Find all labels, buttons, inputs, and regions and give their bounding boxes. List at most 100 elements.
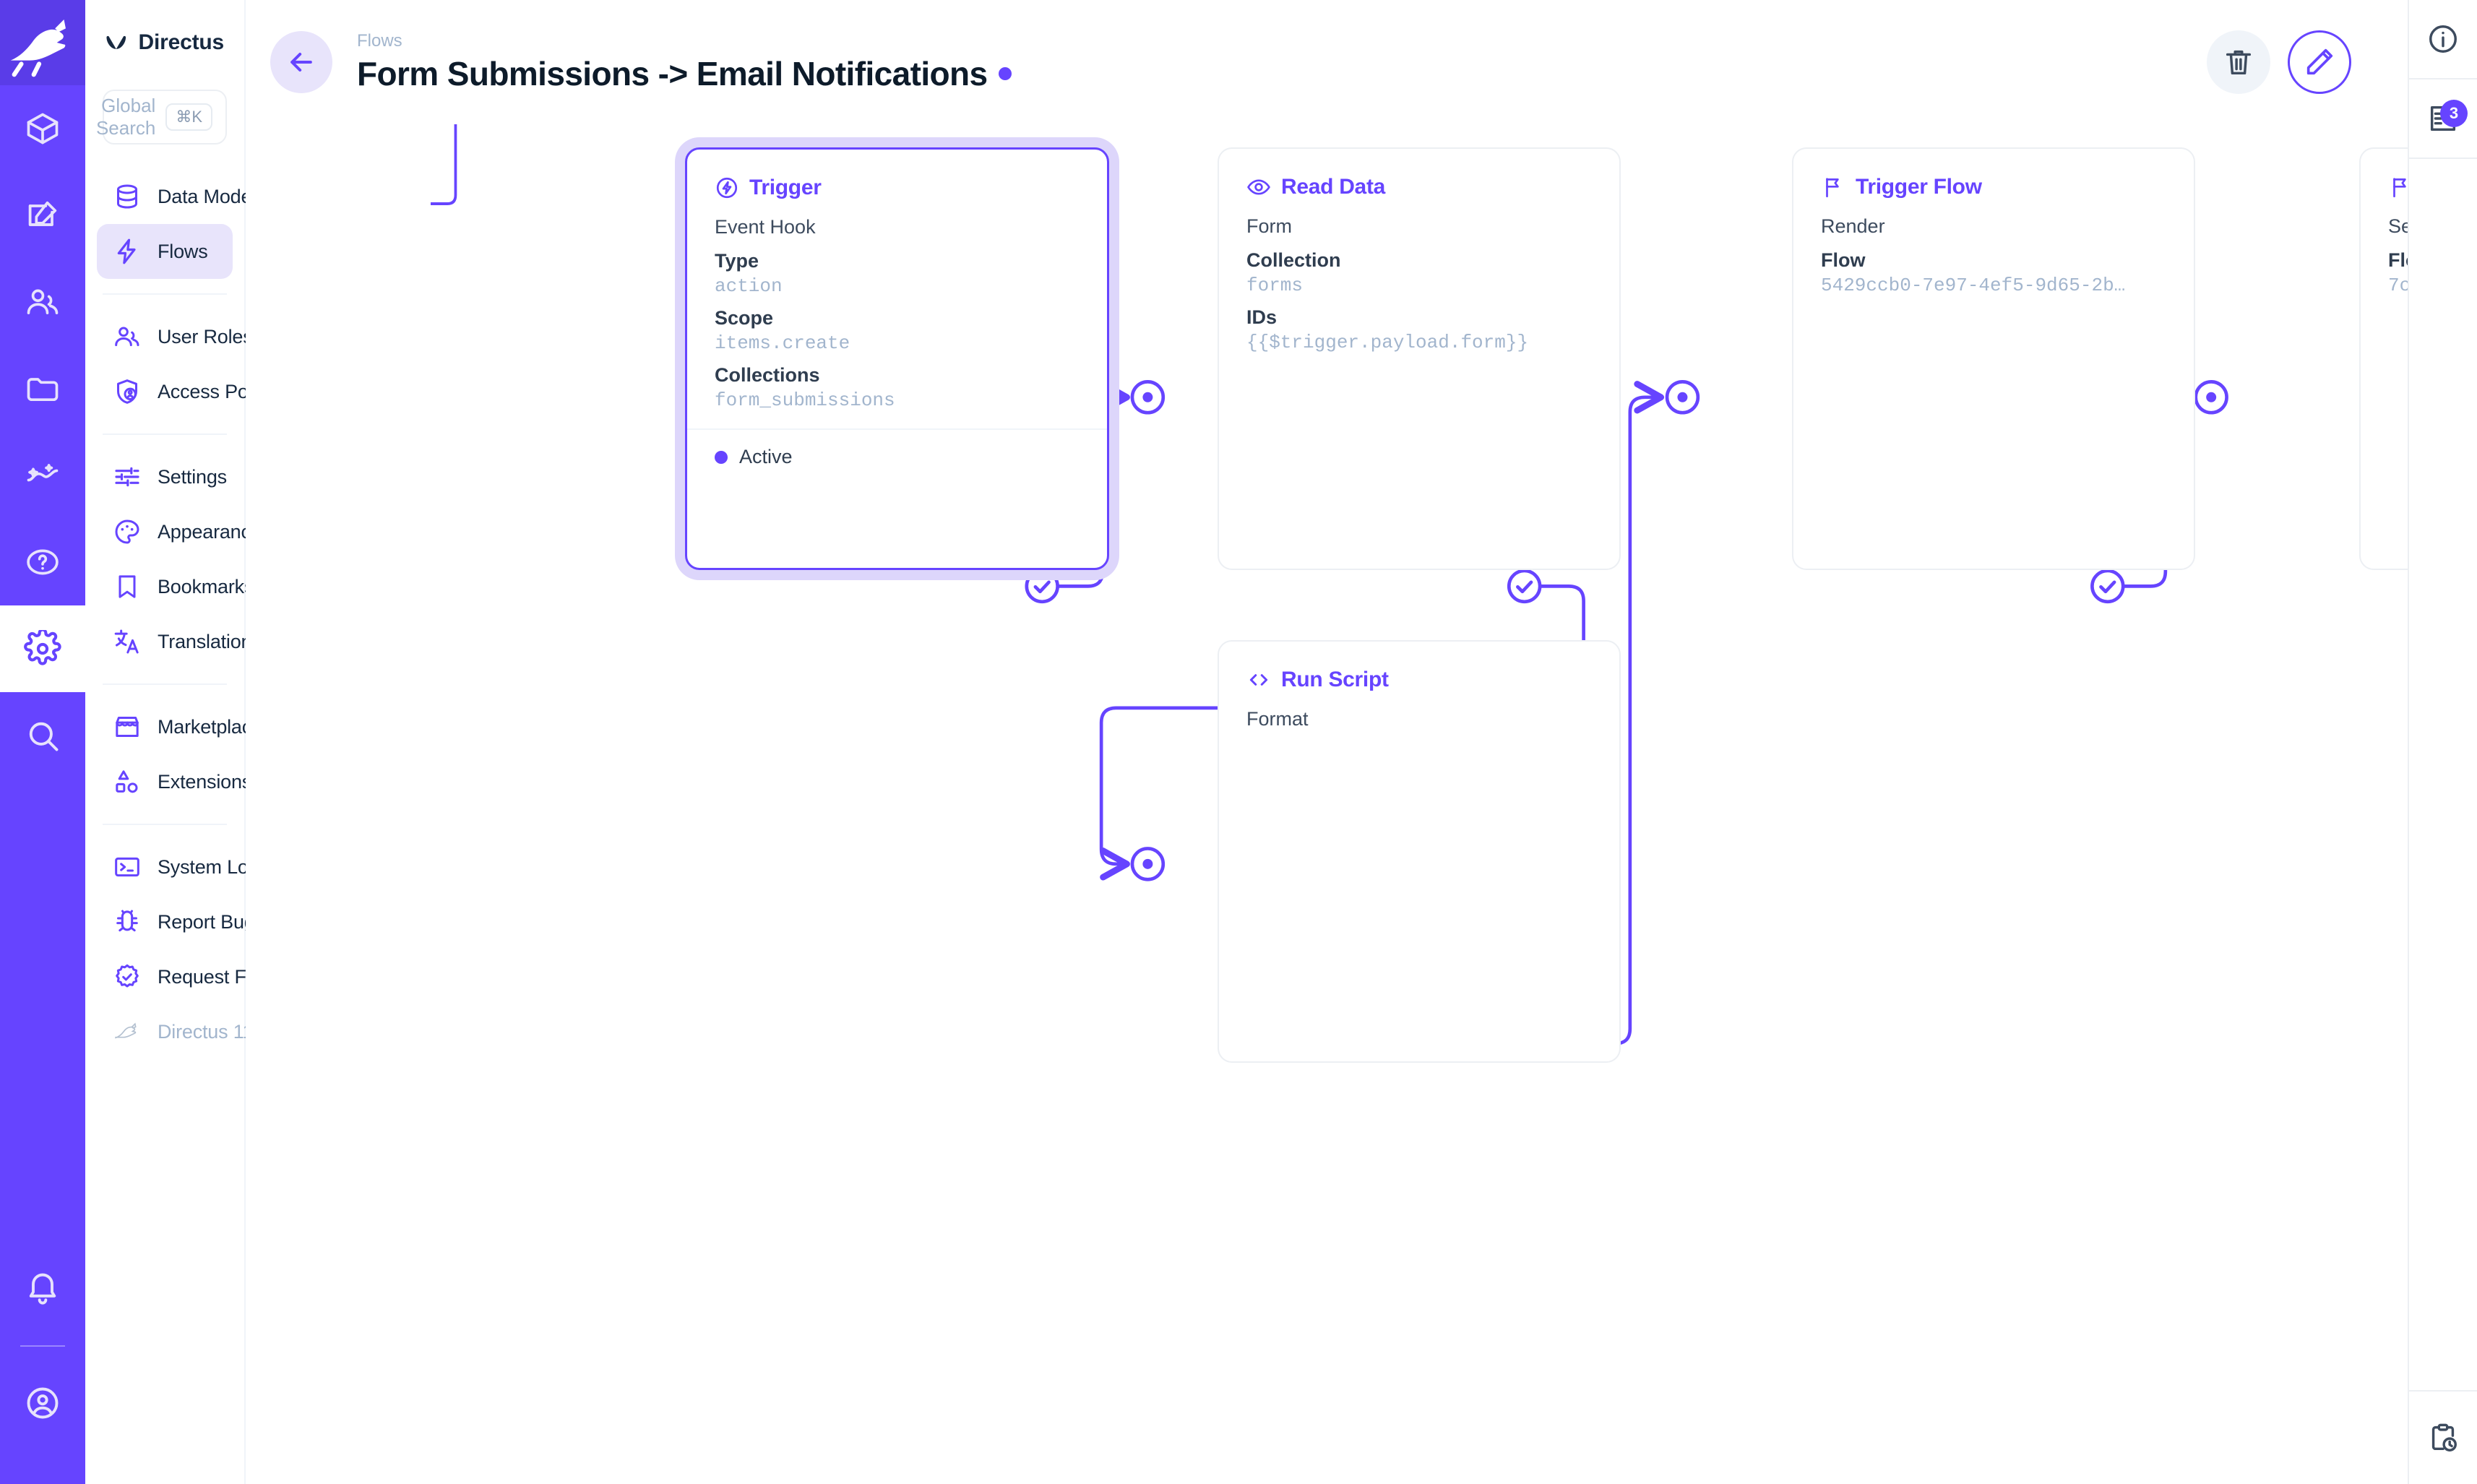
title-block: Flows Form Submissions -> Email Notifica… (357, 31, 1012, 94)
activity-button[interactable] (2408, 1390, 2477, 1484)
field-label: Collection (1246, 249, 1341, 271)
flow-canvas[interactable]: Trigger Event Hook Type action Scope ite… (246, 124, 2408, 1484)
info-panel-button[interactable] (2408, 0, 2477, 79)
edit-square-icon (28, 201, 57, 226)
bolt-circle-icon (716, 177, 738, 199)
logs-badge: 3 (2440, 100, 2468, 127)
flow-node-trigger[interactable]: Trigger Event Hook Type action Scope ite… (685, 147, 1109, 570)
field-value: forms (1246, 275, 1304, 296)
directus-brandmark-icon (106, 35, 126, 49)
edit-flow-button[interactable] (2288, 30, 2351, 94)
bug-icon (113, 907, 142, 936)
info-circle-icon (2429, 25, 2457, 53)
field-label: Collections (715, 364, 820, 386)
module-item-files[interactable] (0, 345, 85, 432)
arrow-left-icon (290, 52, 312, 72)
sidebar-item-extensions[interactable]: Extensions (97, 754, 251, 809)
sidebar-item-request-feature[interactable]: Request Feature (97, 949, 301, 1004)
flow-node-run-script[interactable]: Run Script Format (1218, 640, 1621, 1063)
sidebar-divider (103, 433, 227, 435)
sidebar-item-label: Extensions (158, 770, 252, 793)
sidebar-divider (103, 293, 227, 295)
clipboard-clock-icon (2431, 1423, 2457, 1451)
sidebar-group-1: Data Model Flows (85, 162, 256, 286)
field-label: Flow (1821, 249, 1866, 271)
flow-node-trigger-flow-render[interactable]: Trigger Flow Render Flow 5429ccb0-7e97-4… (1792, 147, 2195, 570)
sidebar-item-access-policies[interactable]: Access Policies (97, 364, 291, 419)
flag-icon (1826, 178, 1839, 198)
node-type-label: Read Data (1281, 175, 1386, 199)
breadcrumb[interactable]: Flows (357, 30, 402, 51)
node-subtitle: Send (2388, 215, 2408, 237)
sidebar-item-label: Appearance (158, 520, 262, 543)
terminal-icon (113, 853, 142, 881)
sidebar-item-marketplace[interactable]: Marketplace Beta (97, 699, 336, 754)
node-status-label: Active (739, 446, 793, 467)
sidebar-item-system-logs[interactable]: System Logs (97, 840, 269, 894)
flow-node-trigger-flow-send[interactable]: Trigger Flow Send Flow 7c8732cd-9d9e-44b… (2359, 147, 2408, 570)
node-subtitle: Form (1246, 215, 1292, 237)
translate-icon (113, 627, 142, 656)
sidebar-item-user-roles[interactable]: User Roles (97, 309, 253, 364)
sidebar-item-label: Marketplace (158, 715, 262, 738)
field-label: IDs (1246, 306, 1278, 328)
directus-rabbit-icon (113, 1017, 142, 1046)
module-item-insights[interactable] (0, 432, 85, 519)
sidebar-group-3: Settings Appearance Bookmarks (85, 442, 262, 676)
account-button[interactable] (0, 1360, 85, 1446)
bolt-icon (113, 237, 142, 266)
sidebar-item-label: Data Model (158, 185, 257, 207)
delete-flow-button[interactable] (2207, 30, 2270, 94)
field-value: items.create (715, 332, 850, 354)
sidebar-item-label: Report Bug (158, 910, 255, 933)
module-item-editor[interactable] (0, 172, 85, 259)
logs-panel-button[interactable]: 3 (2408, 79, 2477, 159)
help-circle-icon (27, 549, 59, 575)
search-wrapper: Global Search ⌘K (85, 85, 244, 162)
field-value: {{$trigger.payload.form}} (1246, 332, 1529, 353)
sidebar-item-settings[interactable]: Settings (97, 449, 233, 504)
sidebar-item-label: User Roles (158, 325, 253, 348)
node-title: Trigger Flow (2388, 175, 2408, 199)
main-content: Flows Form Submissions -> Email Notifica… (246, 0, 2408, 1484)
sidebar-item-appearance[interactable]: Appearance (97, 504, 262, 559)
node-status: Active (687, 428, 1107, 468)
sidebar-item-report-bug[interactable]: Report Bug (97, 894, 255, 949)
header-actions (2207, 30, 2383, 94)
module-item-content[interactable] (0, 85, 85, 172)
flow-node-read-data[interactable]: Read Data Form Collection forms IDs {{$t… (1218, 147, 1621, 570)
directus-logo-button[interactable] (0, 0, 85, 85)
search-input[interactable]: Global Search ⌘K (96, 90, 227, 144)
sidebar-group-2: User Roles Access Policies (85, 302, 291, 426)
palette-icon (113, 517, 142, 546)
eye-icon (1247, 179, 1270, 195)
module-item-users[interactable] (0, 259, 85, 345)
sidebar-item-data-model[interactable]: Data Model (97, 169, 256, 224)
sidebar-group-4: Marketplace Beta Extensions (85, 692, 336, 816)
field-value: 5429ccb0-7e97-4ef5-9d65-2b… (1821, 275, 2126, 296)
bookmark-icon (113, 572, 142, 601)
users-icon (27, 289, 59, 315)
search-shortcut-badge: ⌘K (165, 103, 212, 131)
module-item-search[interactable] (0, 692, 85, 779)
sidebar-item-label: Flows (158, 240, 208, 262)
pencil-icon (2306, 48, 2333, 75)
sidebar-item-flows[interactable]: Flows (97, 224, 233, 279)
search-icon (29, 722, 59, 751)
notifications-button[interactable] (0, 1246, 85, 1332)
badge-check-icon (113, 962, 142, 991)
node-title: Read Data (1246, 175, 1592, 199)
node-type-label: Trigger (749, 176, 822, 199)
node-title: Trigger (715, 176, 1080, 200)
module-bar-bottom (0, 1246, 85, 1484)
folder-icon (27, 378, 59, 402)
user-circle-icon (27, 1387, 59, 1419)
back-button[interactable] (270, 31, 332, 93)
sidebar-item-translations[interactable]: Translations (97, 614, 262, 669)
module-item-docs[interactable] (0, 519, 85, 605)
field-label: Flow (2388, 249, 2408, 271)
search-placeholder: Global Search (95, 95, 156, 139)
sidebar-item-bookmarks[interactable]: Bookmarks (97, 559, 254, 614)
insights-icon (27, 464, 59, 482)
module-item-settings[interactable] (0, 605, 85, 692)
